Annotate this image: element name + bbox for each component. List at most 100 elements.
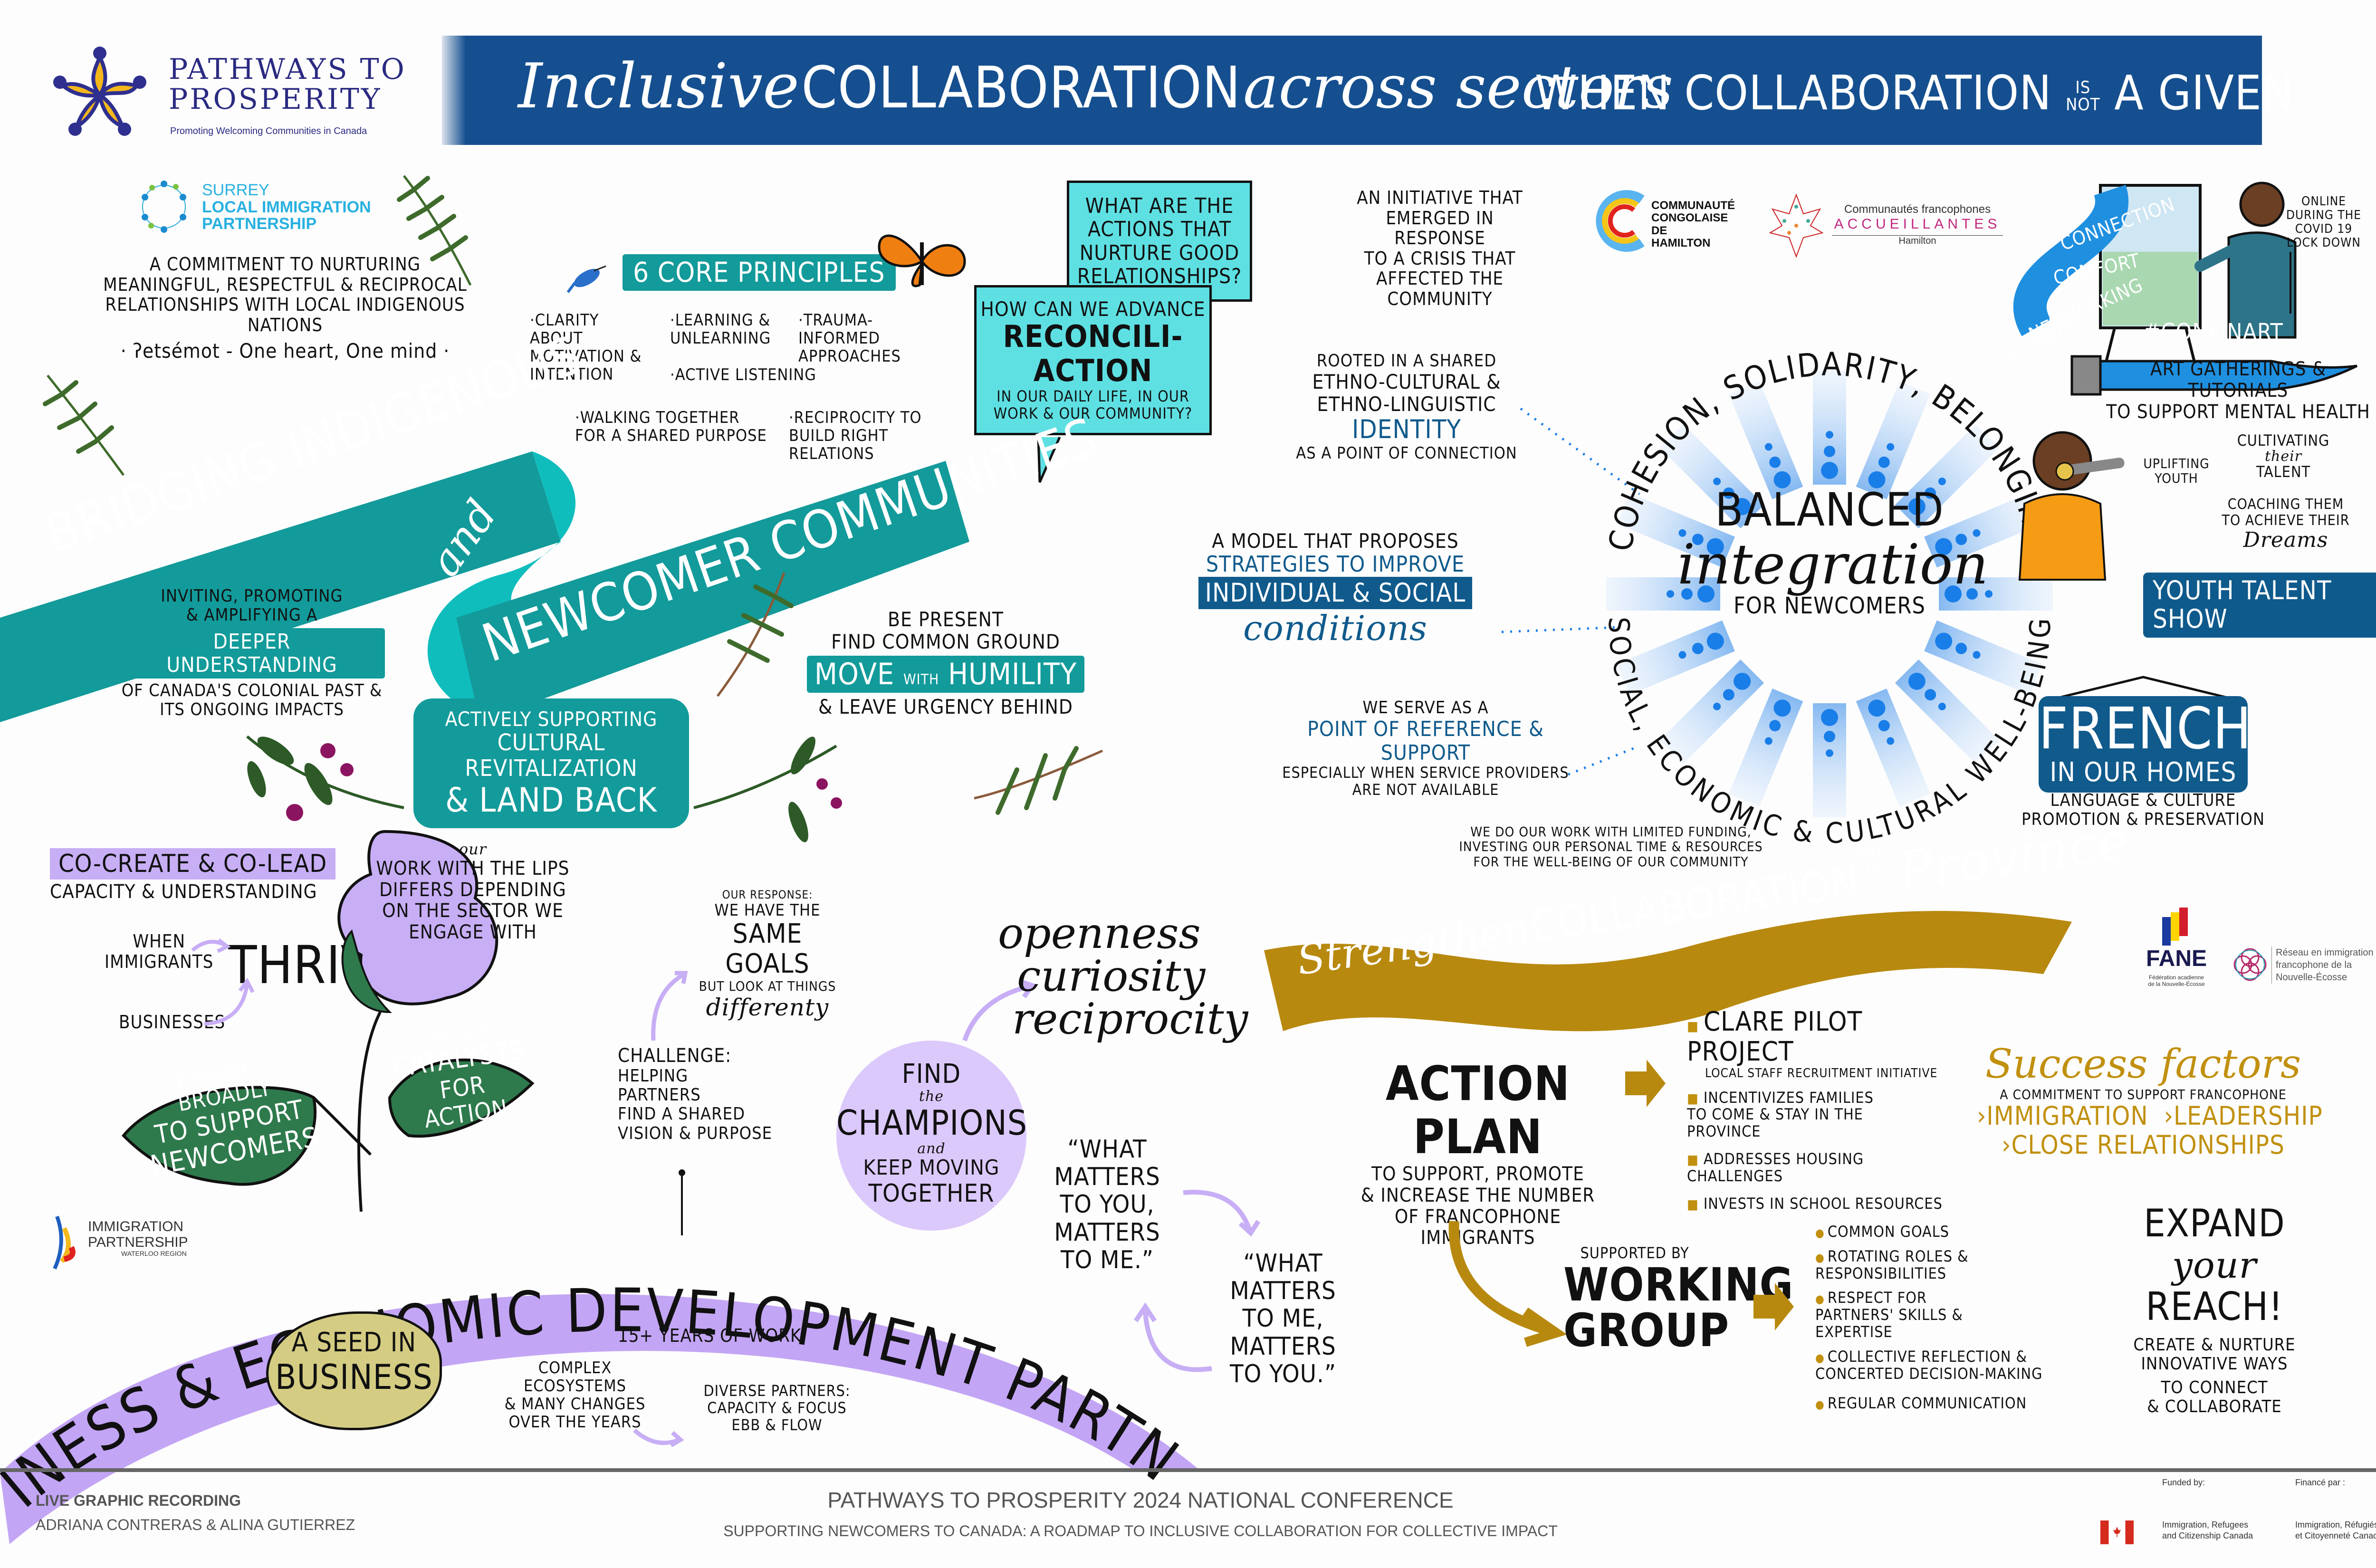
fern-icon xyxy=(43,374,125,476)
acadian-flag-icon xyxy=(2162,908,2188,946)
cultural-revitalization-badge: ACTIVELY SUPPORTING CULTURAL REVITALIZAT… xyxy=(413,698,689,828)
hamilton-initiative: AN INITIATIVE THAT EMERGED IN RESPONSE T… xyxy=(1357,187,1523,309)
main-title: Inclusive COLLABORATION across sectors xyxy=(518,50,1674,122)
accueillantes-logo: Communautés francophones ACCUEILLANTES H… xyxy=(1768,192,2005,259)
question-bubble-relationships: WHAT ARE THE ACTIONS THAT NURTURE GOOD R… xyxy=(1067,181,1252,302)
waterloo-swoosh-icon xyxy=(53,1215,76,1270)
surrey-commitment: A COMMITMENT TO NURTURING MEANINGFUL, RE… xyxy=(103,254,467,363)
humility-note: BE PRESENT FIND COMMON GROUND MOVE WITH … xyxy=(798,608,1093,718)
limited-funding-note: WE DO OUR WORK WITH LIMITED FUNDING, INV… xyxy=(1459,824,1763,870)
reseau-flower-icon xyxy=(2233,948,2267,981)
berry-branch-icon xyxy=(246,735,404,821)
principle-item: ·TRAUMA-INFORMED APPROACHES xyxy=(798,311,901,366)
values-list: openness curiosity reciprocity xyxy=(998,908,1248,1044)
balanced-integration-center: BALANCED integration FOR NEWCOMERS xyxy=(1677,483,1989,620)
principle-item: ·RECIPROCITY TO BUILD RIGHT RELATIONS xyxy=(789,408,922,464)
hummingbird-icon xyxy=(566,265,606,293)
response-note: OUR RESPONSE: WE HAVE THE SAME GOALS BUT… xyxy=(699,888,836,1021)
connector-line xyxy=(679,1169,685,1235)
principle-item: ·CLARITY ABOUT MOTIVATION & INTENTION xyxy=(530,311,642,384)
rooted-note: ROOTED IN A SHARED ETHNO-CULTURAL & ETHN… xyxy=(1296,351,1517,463)
expand-reach: EXPAND your REACH! CREATE & NURTURE INNO… xyxy=(2133,1201,2296,1417)
pathways-star-icon xyxy=(53,47,146,136)
plan-items: CLARE PILOT PROJECT LOCAL STAFF RECRUITM… xyxy=(1687,1007,1953,1213)
core-principles-title: 6 CORE PRINCIPLES xyxy=(623,254,896,291)
arrow-icon xyxy=(191,938,231,953)
confinart-hashtag: #CONFINART xyxy=(2143,319,2283,345)
cocreate-colead: CO-CREATE & CO-LEAD CAPACITY & UNDERSTAN… xyxy=(50,848,336,903)
footer-divider xyxy=(0,1468,2376,1472)
challenge-note: CHALLENGE: HELPING PARTNERS FIND A SHARE… xyxy=(618,1045,773,1143)
seed-in-business: a SEED in BUSINESS xyxy=(266,1311,442,1430)
coaching-note: COACHING THEM TO ACHIEVE THEIR Dreams xyxy=(2222,496,2350,553)
logo-tagline: Promoting Welcoming Communities in Canad… xyxy=(170,126,367,136)
diverse-note: DIVERSE PARTNERS: CAPACITY & FOCUS EBB &… xyxy=(703,1382,851,1434)
gold-arrow-icon xyxy=(1753,1283,1794,1330)
model-note: A MODEL THAT PROPOSES STRATEGIES TO IMPR… xyxy=(1178,530,1492,648)
monarch-butterfly-icon xyxy=(878,234,966,287)
surrey-network-icon xyxy=(142,181,186,233)
fern-icon xyxy=(974,746,1103,815)
easel-artist-illustration xyxy=(2013,182,2358,396)
question-bubble-reconciliaction: HOW CAN WE ADVANCE RECONCILI-ACTION IN O… xyxy=(974,285,1212,436)
waterloo-logo: IMMIGRATION PARTNERSHIP WATERLOO REGION xyxy=(48,1214,219,1271)
dotted-connector xyxy=(1568,745,1640,776)
singer-illustration xyxy=(2018,431,2125,581)
canada-flag-icon xyxy=(2100,1520,2134,1544)
house-roof-icon xyxy=(2055,676,2232,700)
dotted-connector xyxy=(1520,407,1640,496)
surrey-lip-logo: SURREY LOCAL IMMIGRATION PARTNERSHIP xyxy=(138,178,404,235)
champions-circle: FIND the CHAMPIONS and KEEP MOVING TOGET… xyxy=(836,1041,1027,1231)
group-items: COMMON GOALS ROTATING ROLES & RESPONSIBI… xyxy=(1815,1223,2081,1412)
move-with-humility: MOVE WITH HUMILITY xyxy=(806,656,1085,693)
arrow-icon xyxy=(651,971,688,1041)
success-factors: Success factors A COMMITMENT TO SUPPORT … xyxy=(1977,1041,2323,1160)
quote-matters-to-me: “WHAT MATTERS TO YOU, MATTERS TO ME.” xyxy=(1054,1135,1160,1274)
province-banner xyxy=(1264,911,2072,1032)
quote-matters-to-you: “WHAT MATTERS TO ME, MATTERS TO YOU.” xyxy=(1229,1249,1337,1388)
reseau-logo: Réseau en immigration francophone de la … xyxy=(2233,941,2376,998)
dotted-connector xyxy=(1501,626,1621,633)
serve-note: WE SERVE AS A POINT OF REFERENCE & SUPPO… xyxy=(1282,698,1569,799)
pathways-logo: PATHWAYS TO PROSPERITY Promoting Welcomi… xyxy=(48,45,418,145)
leaf-text-catalysts: LIPs are CATALYSTS for ACTION xyxy=(390,1022,527,1134)
online-note: ONLINE DURING THE COVID 19 LOCK DOWN xyxy=(2286,194,2361,250)
footer-credits: LIVE GRAPHIC RECORDING ADRIANA CONTRERAS… xyxy=(36,1492,355,1533)
french-homes-badge: FRENCH IN OUR HOMES xyxy=(2039,696,2251,793)
arrow-icon xyxy=(1133,1302,1212,1372)
footer-funders: Funded by: Financé par : Immigration, Re… xyxy=(2100,1478,2376,1554)
fern-icon xyxy=(716,572,794,697)
fane-logo: FANE Fédération acadienne de la Nouvelle… xyxy=(2143,908,2210,1003)
arrow-icon xyxy=(204,977,255,1026)
flower-text: our WORK with THE LIPs DIFFERS DEPENDING… xyxy=(376,840,570,944)
integration-sunburst: COHESION, SOLIDARITY, BELONGING SOCIAL, … xyxy=(1602,346,2056,851)
title-banner: Inclusive COLLABORATION across sectors W… xyxy=(442,36,2294,145)
complex-note: COMPLEX ECOSYSTEMS & MANY CHANGES OVER T… xyxy=(504,1358,646,1432)
congolaise-c-icon xyxy=(1596,190,1645,252)
principle-item: ·LEARNING & UNLEARNING xyxy=(670,311,771,348)
uplifting-youth: UPLIFTING YOUTH xyxy=(2143,456,2210,487)
principle-item: ·ACTIVE LISTENING xyxy=(670,365,816,384)
bubble-tail xyxy=(1037,436,1061,483)
art-caption: ART GATHERINGS & TUTORIALS TO SUPPORT ME… xyxy=(2106,358,2370,423)
cultivating-talent: CULTIVATING their TALENT xyxy=(2237,431,2330,481)
youth-talent-show-badge: YOUTH TALENT SHOW xyxy=(2143,573,2376,638)
arrow-icon xyxy=(1183,1190,1261,1237)
action-plan: ACTION PLAN TO SUPPORT, PROMOTE & INCREA… xyxy=(1360,1056,1595,1249)
inviting-note: INVITING, PROMOTING & AMPLIFYING A DEEPE… xyxy=(119,586,385,720)
arrow-icon xyxy=(962,979,1036,1042)
footer-conference: PATHWAYS TO PROSPERITY 2024 NATIONAL CON… xyxy=(723,1488,1558,1539)
berry-branch-icon xyxy=(693,736,842,842)
principle-item: ·WALKING TOGETHER FOR A SHARED PURPOSE xyxy=(575,408,767,446)
years-note: 15+ YEARS OF WORK xyxy=(618,1325,802,1346)
congolaise-logo: COMMUNAUTÉ CONGOLAISE DE HAMILTON xyxy=(1596,190,1735,252)
maple-leaf-network-icon xyxy=(1769,193,1824,258)
logo-name: PATHWAYS TO PROSPERITY xyxy=(169,53,406,116)
plant-illustration xyxy=(121,830,535,1212)
arrow-icon xyxy=(633,1428,684,1447)
working-group: SUPPORTED BY WORKING GROUP xyxy=(1563,1244,1794,1357)
gold-arrow-icon xyxy=(1625,1060,1666,1107)
fern-icon xyxy=(397,175,472,286)
title-subtitle: WHEN COLLABORATION IS NOT A GIVEN xyxy=(1535,65,2295,121)
